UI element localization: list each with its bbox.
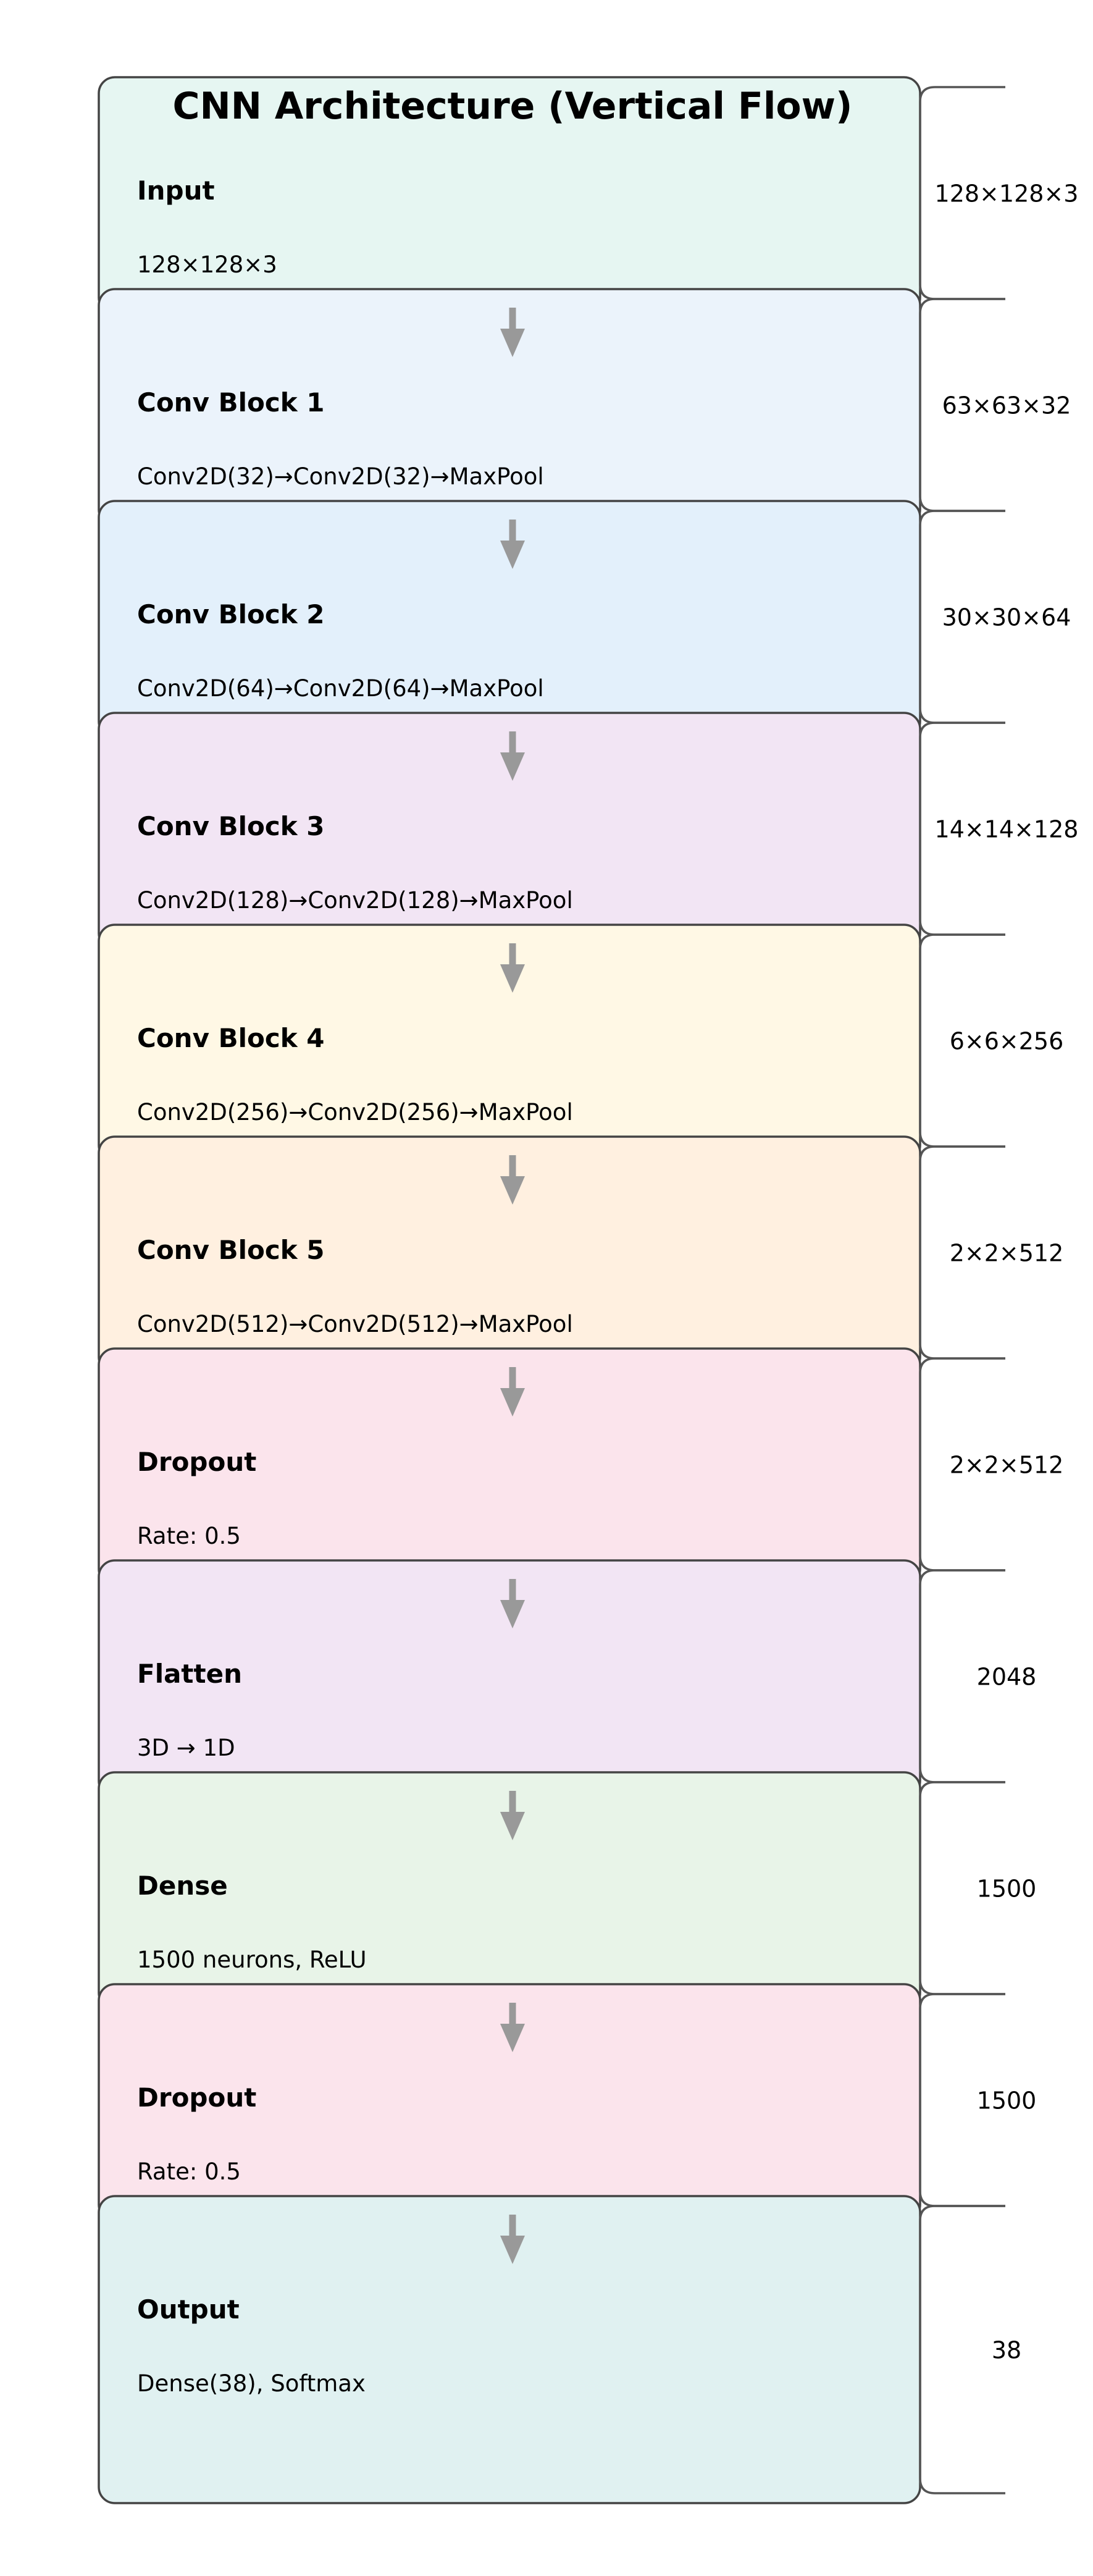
flow-arrows — [500, 308, 525, 2264]
shape-bracket — [919, 1993, 1005, 2207]
layer-description: Conv2D(512)→Conv2D(512)→MaxPool — [137, 1311, 573, 1337]
layer-name: Dropout — [137, 2082, 256, 2113]
output-shape-label: 1500 — [977, 2087, 1037, 2115]
layer-description: Dense(38), Softmax — [137, 2370, 366, 2397]
output-shape-label: 63×63×32 — [942, 392, 1071, 419]
flow-arrow-icon — [500, 308, 525, 357]
flow-arrow-icon — [500, 1791, 525, 1840]
layer-description: Conv2D(256)→Conv2D(256)→MaxPool — [137, 1099, 573, 1126]
output-shape-label: 30×30×64 — [942, 604, 1071, 631]
flow-arrow-icon — [500, 943, 525, 993]
output-shape-label: 1500 — [977, 1875, 1037, 1903]
layer-description: 128×128×3 — [137, 251, 277, 278]
flow-arrow-icon — [500, 1579, 525, 1628]
output-shape-label: 38 — [992, 2337, 1021, 2364]
layer-name: Output — [137, 2294, 240, 2325]
layer-name: Conv Block 2 — [137, 599, 325, 629]
flow-arrow-icon — [500, 1155, 525, 1205]
shape-bracket — [919, 1145, 1005, 1360]
shape-bracket — [919, 298, 1005, 512]
output-shape-label: 2×2×512 — [950, 1240, 1064, 1267]
layer-name: Conv Block 3 — [137, 811, 325, 841]
flow-arrow-icon — [500, 2003, 525, 2052]
flow-arrow-icon — [500, 520, 525, 569]
flow-arrow-icon — [500, 731, 525, 781]
shape-bracket — [919, 1781, 1005, 1995]
layer-description: 1500 neurons, ReLU — [137, 1947, 367, 1973]
layer-description: Conv2D(32)→Conv2D(32)→MaxPool — [137, 463, 544, 490]
output-shape-label: 2×2×512 — [950, 1452, 1064, 1479]
output-shape-label: 14×14×128 — [935, 816, 1079, 843]
shape-bracket — [919, 510, 1005, 724]
layer-name: Conv Block 5 — [137, 1235, 325, 1265]
output-shape-label: 128×128×3 — [935, 180, 1079, 208]
shape-braces — [919, 86, 1005, 2494]
layer-name: Dense — [137, 1871, 228, 1901]
layer-description: Rate: 0.5 — [137, 1523, 241, 1549]
layer-name: Dropout — [137, 1447, 256, 1477]
layer-description: Conv2D(64)→Conv2D(64)→MaxPool — [137, 675, 544, 702]
shape-bracket — [919, 2205, 1005, 2494]
diagram-title: CNN Architecture (Vertical Flow) — [173, 85, 853, 128]
shape-bracket — [919, 1569, 1005, 1783]
layer-name: Flatten — [137, 1659, 242, 1689]
output-shape-label: 6×6×256 — [950, 1028, 1064, 1055]
shape-bracket — [919, 1357, 1005, 1572]
shape-bracket — [919, 86, 1005, 300]
shape-bracket — [919, 722, 1005, 936]
output-shape-label: 2048 — [977, 1664, 1037, 1691]
layer-boxes — [98, 76, 921, 2504]
layer-description: Rate: 0.5 — [137, 2158, 241, 2185]
flow-arrow-icon — [500, 1367, 525, 1416]
layer-name: Conv Block 1 — [137, 387, 325, 418]
shape-bracket — [919, 933, 1005, 1148]
flow-arrow-icon — [500, 2215, 525, 2264]
layer-description: Conv2D(128)→Conv2D(128)→MaxPool — [137, 887, 573, 914]
layer-name: Input — [137, 175, 215, 206]
layer-name: Conv Block 4 — [137, 1023, 325, 1053]
layer-description: 3D → 1D — [137, 1735, 235, 1761]
